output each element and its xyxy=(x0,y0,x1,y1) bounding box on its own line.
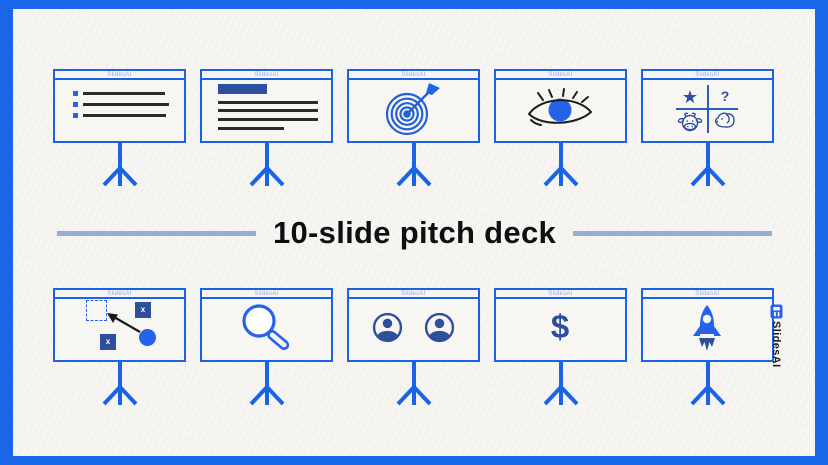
question-mark-icon: ? xyxy=(721,88,730,104)
easel-tripod xyxy=(102,142,137,187)
paper-background: SlidesAI SlidesAI xyxy=(13,9,815,456)
slide-face: SlidesAI x x xyxy=(53,288,186,362)
slide-header: SlidesAI xyxy=(496,71,625,80)
arrow-icon xyxy=(107,313,141,333)
easel-tripod xyxy=(543,142,578,187)
title-divider-left xyxy=(57,230,256,236)
brand-watermark: SlidesAI xyxy=(765,304,787,368)
title-section: 10-slide pitch deck xyxy=(57,215,772,251)
slide-header: SlidesAI xyxy=(349,290,478,299)
slide-face: SlidesAI ★ ? xyxy=(641,69,774,143)
easel-tripod xyxy=(690,142,725,187)
slide-header: SlidesAI xyxy=(55,71,184,80)
team-avatars-icon xyxy=(349,299,477,357)
easel-board-bcg-matrix: SlidesAI ★ ? xyxy=(641,69,774,188)
magnifier-icon xyxy=(202,299,330,357)
dollar-sign: $ xyxy=(550,308,570,346)
x-marker: x xyxy=(100,334,116,350)
easel-tripod xyxy=(396,142,431,187)
easel-board-launch: SlidesAI xyxy=(641,288,774,407)
positioning-chart-icon: x x xyxy=(55,299,183,357)
text-lines-icon xyxy=(202,80,330,138)
rocket-icon xyxy=(643,299,771,357)
easel-board-bullet-list: SlidesAI xyxy=(53,69,186,188)
position-dot xyxy=(139,329,156,346)
title-divider-right xyxy=(573,230,772,236)
slide-header-label: SlidesAI xyxy=(695,71,720,78)
avatar xyxy=(372,313,402,343)
slide-header-label: SlidesAI xyxy=(254,290,279,297)
easel-board-team: SlidesAI xyxy=(347,288,480,407)
slide-header-label: SlidesAI xyxy=(254,71,279,78)
slide-header: SlidesAI xyxy=(496,290,625,299)
dog-icon xyxy=(714,112,735,128)
slide-header-label: SlidesAI xyxy=(107,290,132,297)
slide-face: SlidesAI xyxy=(347,69,480,143)
easel-tripod xyxy=(396,361,431,406)
bcg-matrix-icon: ★ ? xyxy=(643,80,771,138)
slide-header-label: SlidesAI xyxy=(548,290,573,297)
slide-header-label: SlidesAI xyxy=(401,290,426,297)
slide-header-label: SlidesAI xyxy=(548,71,573,78)
slide-header: SlidesAI xyxy=(202,290,331,299)
slide-face: SlidesAI xyxy=(347,288,480,362)
easel-board-positioning: SlidesAI x x xyxy=(53,288,186,407)
easel-board-target: SlidesAI xyxy=(347,69,480,188)
dashed-square xyxy=(86,300,107,321)
easel-board-financials: SlidesAI $ xyxy=(494,288,627,407)
slide-header-label: SlidesAI xyxy=(107,71,132,78)
slide-face: SlidesAI xyxy=(494,69,627,143)
star-icon: ★ xyxy=(682,87,698,107)
easel-board-text-content: SlidesAI xyxy=(200,69,333,188)
easel-tripod xyxy=(690,361,725,406)
title-block xyxy=(218,84,267,94)
slide-face: SlidesAI xyxy=(641,288,774,362)
dollar-icon: $ xyxy=(496,299,624,357)
slidesai-logo-icon xyxy=(770,304,782,319)
slide-header: SlidesAI xyxy=(643,290,772,299)
easel-board-vision: SlidesAI xyxy=(494,69,627,188)
easel-tripod xyxy=(249,361,284,406)
bullet-list-icon xyxy=(55,80,183,138)
easel-board-research: SlidesAI xyxy=(200,288,333,407)
slide-face: SlidesAI xyxy=(200,69,333,143)
slide-header-label: SlidesAI xyxy=(401,71,426,78)
slide-face: SlidesAI xyxy=(200,288,333,362)
easel-tripod xyxy=(249,142,284,187)
cow-icon xyxy=(677,112,703,131)
slide-header: SlidesAI xyxy=(349,71,478,80)
slide-face: SlidesAI $ xyxy=(494,288,627,362)
slide-header-label: SlidesAI xyxy=(695,290,720,297)
avatar xyxy=(424,313,454,343)
slide-header: SlidesAI xyxy=(202,71,331,80)
eye-icon xyxy=(496,80,624,138)
slide-face: SlidesAI xyxy=(53,69,186,143)
brand-name: SlidesAI xyxy=(770,321,782,368)
page-title: 10-slide pitch deck xyxy=(272,215,557,250)
easel-tripod xyxy=(102,361,137,406)
slide-header: SlidesAI xyxy=(643,71,772,80)
easel-tripod xyxy=(543,361,578,406)
target-dart-icon xyxy=(349,80,477,138)
slide-header: SlidesAI xyxy=(55,290,184,299)
x-marker: x xyxy=(135,302,151,318)
